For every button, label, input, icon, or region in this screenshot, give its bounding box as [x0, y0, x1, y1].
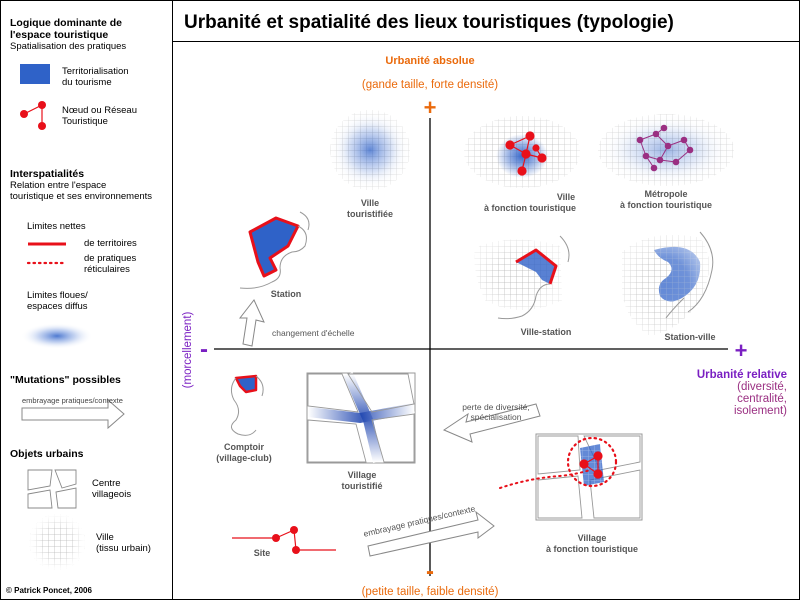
label-village-touristifie-1: Village: [348, 470, 377, 480]
village-centre-icon: [27, 469, 77, 509]
arrow-embrayage: embrayage pratiques/contexte: [362, 503, 495, 557]
legend-panel: Logique dominante de l'espace touristiqu…: [6, 17, 152, 595]
village-touristifie: Village touristifié: [306, 372, 416, 491]
legend-mutations-heading: "Mutations" possibles: [10, 374, 121, 386]
metropole: Métropole à fonction touristique: [598, 114, 734, 210]
ville-touristifiee: Ville touristifiée: [330, 110, 410, 219]
station-ville: Station-ville: [622, 231, 716, 342]
legend-territoires: de territoires: [84, 238, 137, 249]
legend-pratiques-1: de pratiques: [84, 253, 137, 264]
x-axis-left-label: (morcellement): [182, 311, 194, 388]
mutation-arrow-icon: [21, 398, 125, 430]
urban-fabric-icon: [29, 514, 85, 570]
y-axis-minus: -: [426, 558, 434, 585]
arrow-perte-diversite: perte de diversité, spécialisation: [442, 402, 541, 443]
x-axis-minus: -: [200, 336, 208, 363]
legend-limites-floues-1: Limites floues/: [27, 290, 88, 301]
label-site: Site: [254, 548, 271, 558]
label-metropole-2: à fonction touristique: [620, 200, 712, 210]
legend-mutation-arrow-label: embrayage pratiques/contexte: [22, 396, 123, 405]
comptoir: Comptoir (village-club): [216, 374, 272, 463]
y-axis-plus: +: [424, 95, 437, 120]
legend-logique-heading-1: Logique dominante de: [10, 17, 122, 29]
x-axis-right-sub-1: (diversité,: [737, 381, 787, 393]
ville-fonction-touristique: Ville à fonction touristique: [464, 116, 580, 213]
legend-territorialisation-2: du tourisme: [62, 77, 112, 88]
label-village-fonction-1: Village: [578, 533, 607, 543]
label-ville-touristifiee-2: touristifiée: [347, 209, 393, 219]
legend-ville-2: (tissu urbain): [96, 543, 151, 554]
arrow-changement-echelle: changement d'échelle: [238, 299, 355, 347]
label-perte-2: spécialisation: [470, 412, 521, 422]
legend-noeud-1: Nœud ou Réseau: [62, 105, 137, 116]
legend-territorialisation-1: Territorialisation: [62, 66, 129, 77]
label-ville-fonction-1: Ville: [557, 192, 575, 202]
label-changement-echelle: changement d'échelle: [272, 328, 355, 338]
x-axis-plus: +: [735, 338, 748, 363]
legend-objets-heading: Objets urbains: [10, 448, 84, 460]
label-metropole-1: Métropole: [644, 189, 687, 199]
x-axis-right-label: Urbanité relative: [697, 369, 787, 381]
diffuse-space-swatch: [21, 323, 93, 349]
y-axis-top-sublabel: (gande taille, forte densité): [362, 79, 498, 91]
y-axis-bottom-sublabel: (petite taille, faible densité): [362, 586, 499, 598]
legend-noeud-2: Touristique: [62, 116, 108, 127]
legend-pratiques-2: réticulaires: [84, 264, 130, 275]
site: Site: [232, 526, 336, 558]
legend-logique-heading-2: l'espace touristique: [10, 29, 108, 41]
axes: Urbanité absolue (gande taille, forte de…: [182, 55, 787, 598]
legend-centre-1: Centre: [92, 478, 121, 489]
label-village-fonction-2: à fonction touristique: [546, 544, 638, 554]
label-comptoir-2: (village-club): [216, 453, 272, 463]
label-ville-station: Ville-station: [521, 327, 572, 337]
x-axis-right-sub-2: centralité,: [737, 393, 787, 405]
ville-station: Ville-station: [474, 235, 572, 337]
page-title: Urbanité et spatialité des lieux tourist…: [184, 12, 674, 33]
legend-logique-sub: Spatialisation des pratiques: [10, 41, 126, 52]
label-village-touristifie-2: touristifié: [341, 481, 382, 491]
village-fonction-touristique: Village à fonction touristique: [499, 433, 643, 554]
label-ville-touristifiee-1: Ville: [361, 198, 379, 208]
legend-centre-2: villageois: [92, 489, 131, 500]
x-axis-right-sub-3: isolement): [734, 405, 787, 417]
label-station: Station: [271, 289, 302, 299]
label-station-ville: Station-ville: [664, 332, 715, 342]
legend-interspatialites-sub-2: touristique et ses environnements: [10, 191, 152, 202]
territorialisation-swatch: [20, 64, 50, 84]
network-node-icon: [20, 101, 46, 130]
y-axis-top-label: Urbanité absolue: [385, 55, 474, 67]
legend-ville-1: Ville: [96, 532, 114, 543]
label-comptoir-1: Comptoir: [224, 442, 264, 452]
label-ville-fonction-2: à fonction touristique: [484, 203, 576, 213]
legend-interspatialites-heading: Interspatialités: [10, 168, 84, 180]
copyright: © Patrick Poncet, 2006: [6, 586, 92, 595]
station: Station: [239, 211, 310, 299]
legend-interspatialites-sub-1: Relation entre l'espace: [10, 180, 106, 191]
legend-limites-nettes: Limites nettes: [27, 221, 86, 232]
label-perte-1: perte de diversité,: [462, 402, 530, 412]
legend-limites-floues-2: espaces diffus: [27, 301, 88, 312]
